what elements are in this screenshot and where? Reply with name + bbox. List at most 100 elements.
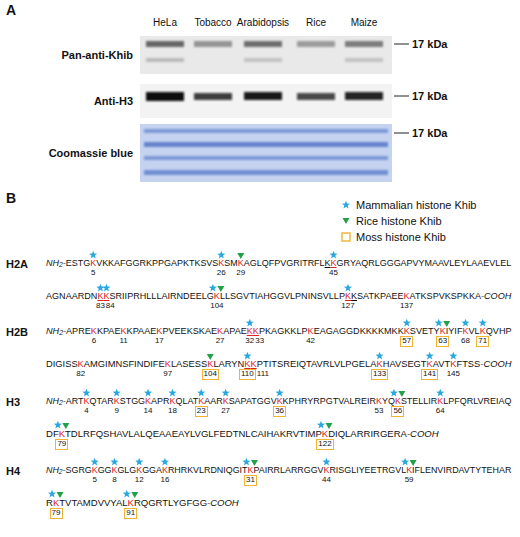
residue: S	[427, 291, 433, 301]
residue: I	[336, 465, 338, 475]
residue: S	[451, 291, 457, 301]
residue: P	[274, 258, 280, 268]
residue: I	[167, 291, 170, 301]
residue: S	[401, 396, 407, 406]
residue: R	[446, 465, 452, 475]
residue: K	[247, 326, 253, 336]
legend-text: Moss histone Khib	[356, 231, 446, 244]
residue: V	[395, 465, 401, 475]
residue: R	[355, 396, 361, 406]
residue: L	[257, 258, 262, 268]
residue: H	[52, 465, 58, 475]
residue: A	[401, 258, 407, 268]
residue: S	[71, 359, 77, 369]
residue: A	[46, 291, 52, 301]
residue: K	[136, 465, 142, 475]
residue: -	[480, 359, 483, 369]
residue: Y	[307, 396, 313, 406]
residue: G	[346, 326, 353, 336]
residue: V	[293, 428, 299, 439]
residue: E	[172, 428, 178, 439]
residue: L	[182, 396, 187, 406]
residue: A	[66, 326, 72, 336]
residue: L	[334, 291, 339, 301]
residue: L	[365, 359, 370, 369]
residue: G	[192, 497, 199, 508]
residue: T	[78, 258, 83, 268]
residue: L	[78, 428, 83, 439]
residue: A	[385, 291, 391, 301]
residue: A	[257, 291, 263, 301]
residue: D	[84, 291, 91, 301]
residue: C	[483, 359, 490, 369]
residue: V	[334, 359, 340, 369]
site-number: 5	[92, 475, 96, 484]
residue: N	[301, 291, 308, 301]
residue: L	[475, 326, 480, 336]
residue: K	[198, 396, 204, 406]
residue: A	[311, 359, 317, 369]
residue: E	[181, 326, 187, 336]
residue: V	[280, 258, 286, 268]
residue: G	[414, 359, 421, 369]
residue: L	[345, 428, 350, 439]
residue: O	[224, 497, 231, 508]
residue: P	[229, 326, 234, 336]
residue: E	[241, 326, 247, 336]
residue: A	[350, 428, 356, 439]
residue: Q	[226, 465, 233, 475]
site-number: 82	[76, 369, 85, 378]
residue: K	[351, 291, 357, 301]
residue: E	[454, 258, 460, 268]
residue: V	[437, 465, 443, 475]
residue: K	[217, 326, 223, 336]
residue: I	[122, 291, 125, 301]
residue: R	[308, 258, 314, 268]
residue: F	[53, 428, 59, 439]
residue: V	[477, 396, 483, 406]
site-number: 53	[374, 406, 383, 415]
mammalian-star	[342, 201, 350, 209]
residue: L	[280, 465, 285, 475]
site-number: 45	[329, 268, 338, 277]
residue: L	[124, 465, 129, 475]
residue: K	[376, 359, 382, 369]
residue: V	[98, 497, 104, 508]
residue: G	[164, 258, 171, 268]
residue: L	[320, 258, 325, 268]
residue: K	[324, 465, 330, 475]
residue: K	[251, 359, 257, 369]
residue: T	[428, 326, 434, 336]
band	[297, 41, 335, 47]
site-number: 32	[245, 336, 254, 345]
residue: L	[122, 497, 127, 508]
residue: N	[46, 326, 53, 336]
residue: A	[432, 258, 438, 268]
residue: P	[289, 396, 295, 406]
residue: Q	[361, 258, 368, 268]
residue: G	[394, 258, 401, 268]
residue: L	[296, 326, 301, 336]
residue: G	[277, 326, 284, 336]
site-number: 83	[96, 301, 105, 310]
residue: E	[359, 359, 365, 369]
residue: R	[78, 465, 84, 475]
residue: O	[417, 428, 424, 439]
residue: P	[380, 291, 385, 301]
blot-label: Anti-H3	[94, 95, 133, 108]
residue: P	[177, 258, 183, 268]
residue: E	[490, 396, 496, 406]
residue: S	[201, 359, 207, 369]
residue: P	[133, 326, 138, 336]
residue: S	[193, 326, 199, 336]
residue: K	[480, 326, 486, 336]
residue: K	[366, 326, 372, 336]
size-marker: 17 kDa	[412, 38, 447, 51]
residue: Q	[486, 326, 493, 336]
residue: O	[491, 291, 498, 301]
panel-letter: B	[6, 190, 16, 206]
residue: E	[189, 359, 195, 369]
residue: L	[290, 291, 295, 301]
site-number: 59	[405, 475, 414, 484]
residue: S	[410, 326, 416, 336]
